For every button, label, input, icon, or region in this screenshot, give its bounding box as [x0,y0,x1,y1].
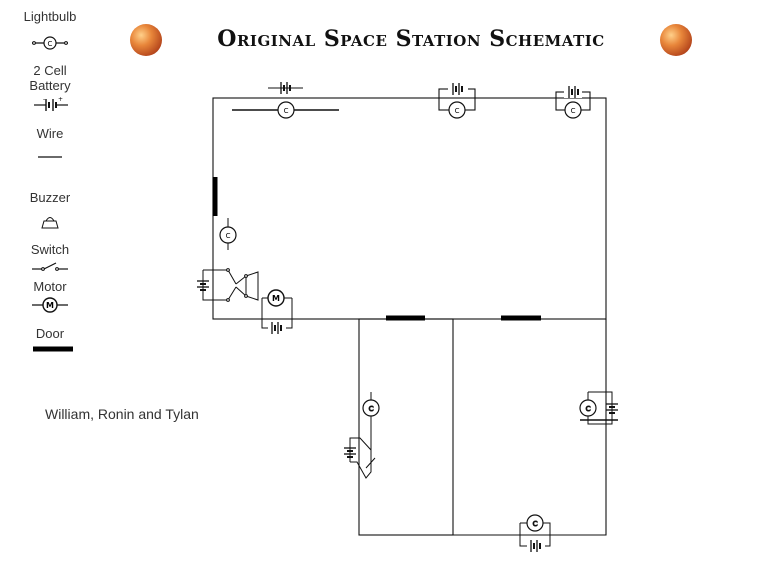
legend: Lightbulb C 2 Cell Battery -+ Wire Buzze… [0,0,100,360]
legend-label-battery: 2 Cell Battery [29,63,71,93]
battery-icon: -+ [34,96,68,111]
lightbulb-icon: C [32,36,68,50]
buzzer-switch-circuit [196,268,259,302]
legend-label-door: Door [35,326,65,341]
svg-text:M: M [272,294,280,303]
doors [212,177,541,321]
right-wall-circuit [579,391,619,425]
mars-planet-icon-left [130,24,162,56]
top-right-lamp-circuit [555,85,591,119]
motor-icon-glyph: M [46,301,54,310]
svg-text:+: + [58,96,63,103]
title-banner: Original Space Station Schematic [128,22,694,58]
motor-circuit: M [261,289,293,335]
lightbulb-icon-glyph: C [48,40,53,48]
motor-icon [267,289,285,307]
buzzer-icon [245,271,259,301]
center-room-circuit [343,392,380,479]
switch-icon [227,269,237,285]
lightbulb-icon [277,101,295,119]
door-icon [33,346,73,352]
authors-credit: William, Ronin and Tylan [45,406,199,422]
top-left-lamp-circuit [232,81,339,119]
legend-label-wire: Wire [36,126,64,141]
left-wall-lamp [219,218,237,250]
lightbulb-icon [219,226,237,244]
wire-icon [38,156,62,158]
legend-label-motor: Motor [33,279,67,294]
lightbulb-icon [579,399,597,417]
mars-planet-icon-right [660,24,692,56]
lightbulb-icon [526,514,544,532]
motor-icon: M [32,297,68,313]
lightbulb-icon [564,101,582,119]
top-middle-lamp-circuit [438,82,476,119]
switch-icon [32,262,68,271]
bottom-lamp-circuit [519,514,551,553]
legend-label-buzzer: Buzzer [29,190,71,205]
legend-label-lightbulb: Lightbulb [23,9,77,24]
lightbulb-icon [448,101,466,119]
lightbulb-icon [362,399,380,417]
page-title: Original Space Station Schematic [217,26,605,52]
switch-icon [365,457,376,469]
svg-text:-: - [43,96,45,103]
legend-label-switch: Switch [30,242,70,257]
buzzer-icon [41,217,59,229]
